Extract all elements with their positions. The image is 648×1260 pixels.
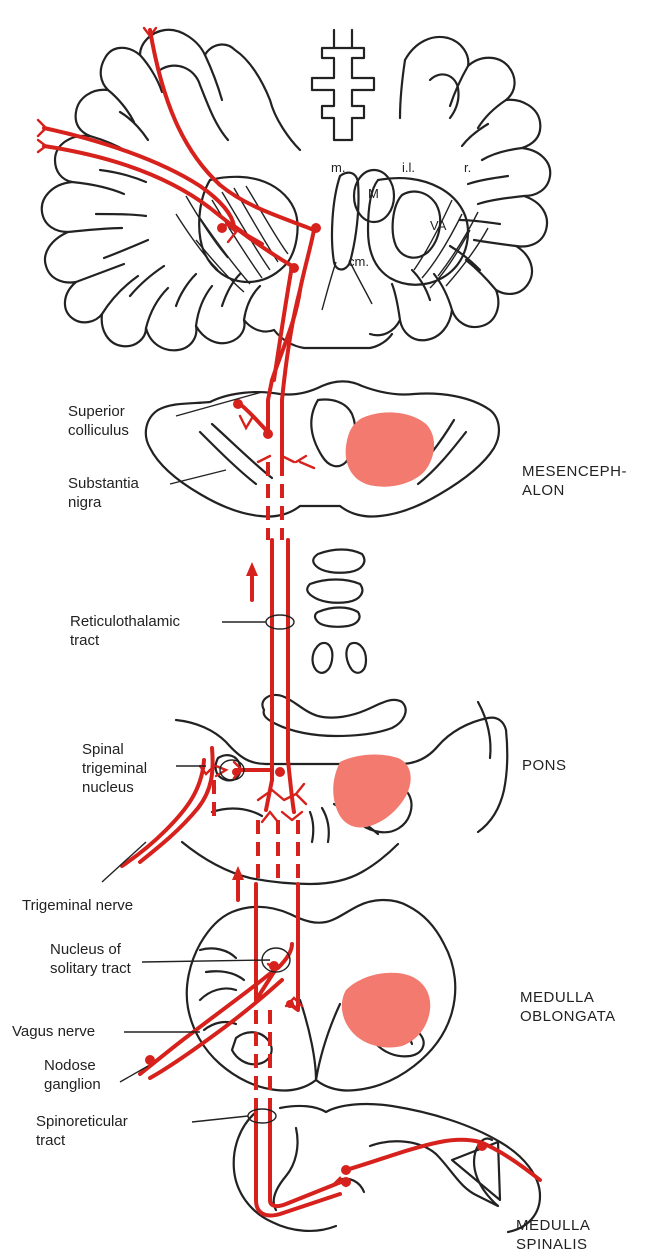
mesencephalon-section [146,382,499,517]
medulla-oblongata-section [187,900,456,1091]
label-trigeminal-nerve: Trigeminal nerve [22,896,133,915]
region-mesencephalon: MESENCEPH- ALON [522,462,627,500]
label-spinoreticular-tract: Spinoreticular tract [36,1112,128,1150]
label-vagus-nerve: Vagus nerve [12,1022,95,1041]
region-medulla-oblongata: MEDULLA OBLONGATA [520,988,616,1026]
label-spinal-trigeminal-nucleus: Spinal trigeminal nucleus [82,740,147,797]
label-nucleus-solitary-tract: Nucleus of solitary tract [50,940,131,978]
thalamus-label-r: r. [464,160,471,175]
label-superior-colliculus: Superior colliculus [68,402,129,440]
thalamus-label-cm: cm. [348,254,369,269]
thalamus-label-VA: VA [430,218,446,233]
label-reticulothalamic-tract: Reticulothalamic tract [70,612,180,650]
region-pons: PONS [522,756,567,775]
direction-arrows [232,562,258,900]
cell-bodies [145,223,487,1187]
thalamus-label-m: m. [331,160,345,175]
region-medulla-spinalis: MEDULLA SPINALIS [516,1216,590,1254]
pons-upper-structures [262,550,405,737]
pons-section [176,702,507,884]
label-substantia-nigra: Substantia nigra [68,474,139,512]
label-nodose-ganglion: Nodose ganglion [44,1056,101,1094]
thalamus-label-il: i.l. [402,160,415,175]
thalamus-label-M: M [368,186,379,201]
